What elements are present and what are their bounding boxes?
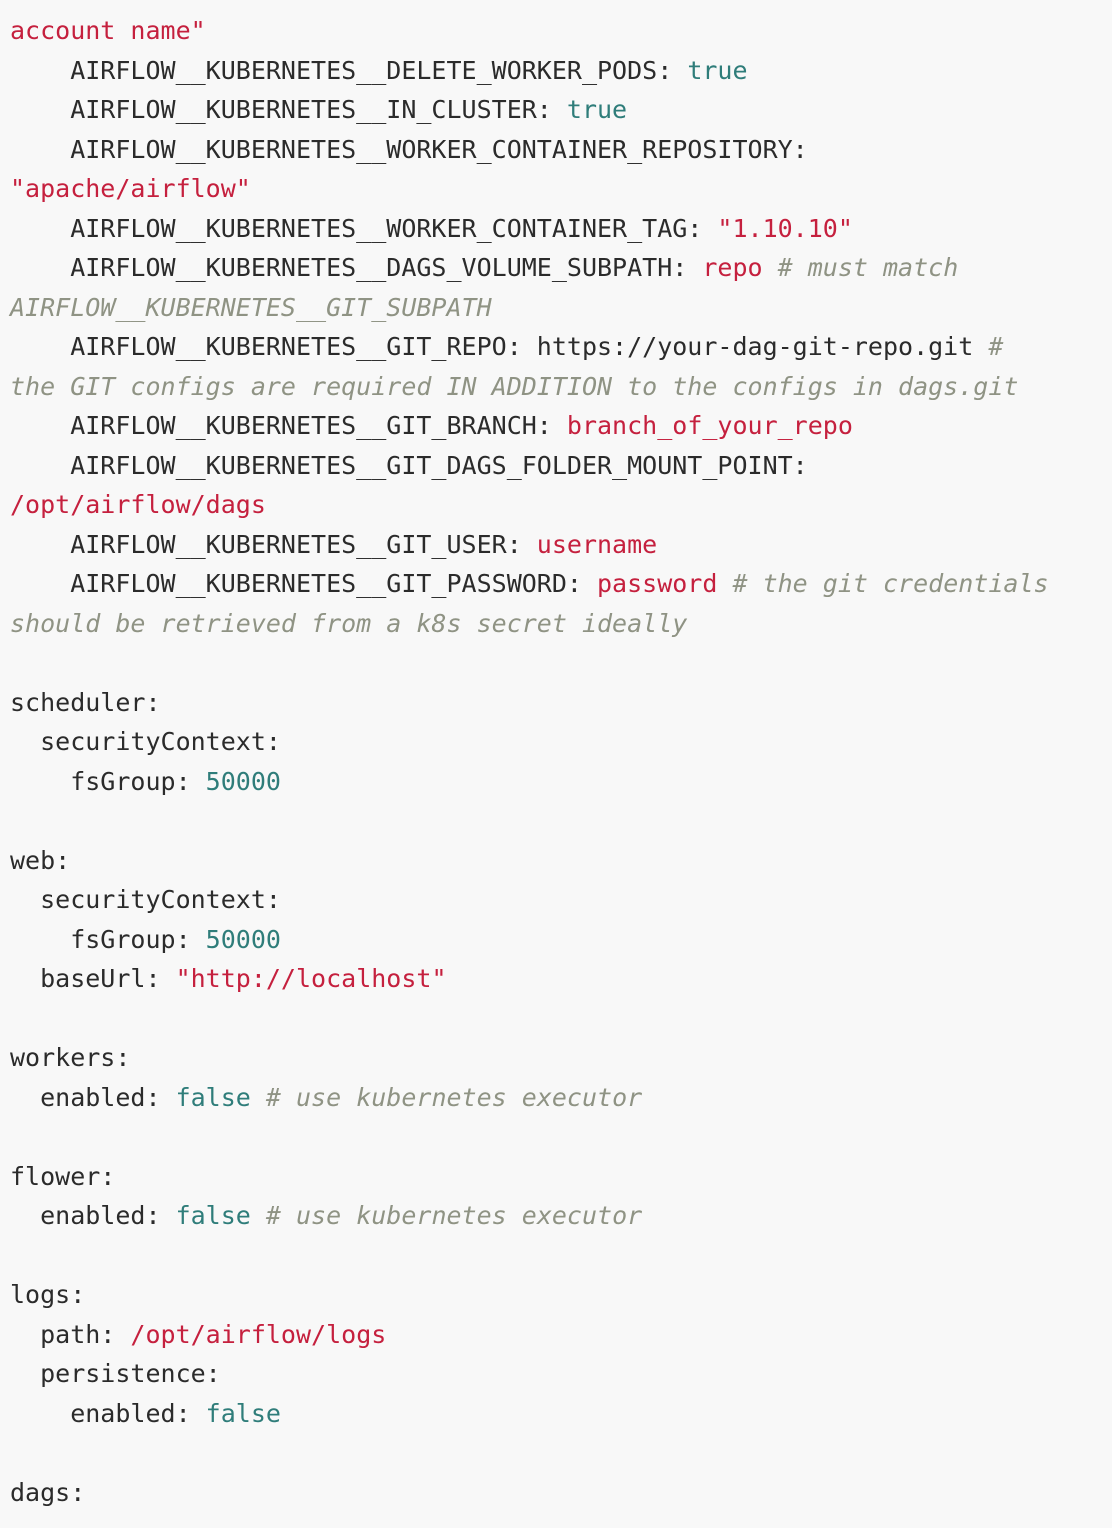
code-line: AIRFLOW__KUBERNETES__DAGS_VOLUME_SUBPATH… [10, 248, 1108, 288]
code-line: fsGroup: 50000 [10, 762, 1108, 802]
code-key-token: enabled: [10, 1201, 176, 1230]
code-key-token: logs: [10, 1280, 86, 1309]
code-line: dags: [10, 1473, 1108, 1513]
code-comment-token: # [973, 332, 1004, 361]
code-key-token: AIRFLOW__KUBERNETES__GIT_PASSWORD: [10, 569, 597, 598]
code-line: flower: [10, 1157, 1108, 1197]
code-line: logs: [10, 1275, 1108, 1315]
code-string-token: repo [702, 253, 763, 282]
code-comment-token: AIRFLOW__KUBERNETES__GIT_SUBPATH [10, 292, 492, 322]
code-number-token: 50000 [205, 766, 281, 796]
code-line: securityContext: [10, 880, 1108, 920]
code-string-token: account name" [10, 16, 206, 45]
code-line: AIRFLOW__KUBERNETES__GIT_DAGS_FOLDER_MOU… [10, 446, 1108, 486]
code-key-token: AIRFLOW__KUBERNETES__WORKER_CONTAINER_TA… [10, 213, 718, 243]
code-boolean-token: true [566, 95, 628, 124]
code-string-token: username [536, 529, 658, 559]
code-line: AIRFLOW__KUBERNETES__IN_CLUSTER: true [10, 90, 1108, 130]
yaml-code-block[interactable]: account name" AIRFLOW__KUBERNETES__DELET… [10, 11, 1108, 1512]
code-string-token: "1.10.10" [717, 213, 853, 243]
code-key-token: fsGroup: [10, 924, 206, 954]
code-line: AIRFLOW__KUBERNETES__GIT_REPO: https://y… [10, 327, 1108, 367]
code-boolean-token: false [205, 1398, 281, 1428]
code-key-token: persistence: [10, 1359, 221, 1388]
code-key-token: AIRFLOW__KUBERNETES__GIT_DAGS_FOLDER_MOU… [10, 450, 808, 480]
code-line: AIRFLOW__KUBERNETES__GIT_USER: username [10, 525, 1108, 565]
code-number-token: 50000 [205, 924, 281, 954]
code-line: enabled: false # use kubernetes executor [10, 1196, 1108, 1236]
code-line: the GIT configs are required IN ADDITION… [10, 367, 1108, 407]
code-line: account name" [10, 11, 1108, 51]
code-line: fsGroup: 50000 [10, 920, 1108, 960]
code-line [10, 999, 1108, 1039]
code-line: web: [10, 841, 1108, 881]
code-key-token: AIRFLOW__KUBERNETES__GIT_USER: [10, 529, 537, 559]
code-comment-token: should be retrieved from a k8s secret id… [10, 608, 688, 638]
code-string-token: branch_of_your_repo [566, 411, 853, 440]
code-line: /opt/airflow/dags [10, 485, 1108, 525]
code-string-token: "apache/airflow" [10, 174, 251, 203]
code-line: AIRFLOW__KUBERNETES__WORKER_CONTAINER_RE… [10, 130, 1108, 170]
code-line: persistence: [10, 1354, 1108, 1394]
code-line [10, 1117, 1108, 1157]
code-key-token: AIRFLOW__KUBERNETES__GIT_BRANCH: [10, 411, 567, 440]
code-line: path: /opt/airflow/logs [10, 1315, 1108, 1355]
code-line [10, 643, 1108, 683]
code-comment-token: # the git credentials [717, 569, 1049, 598]
code-key-token: fsGroup: [10, 766, 206, 796]
code-line: should be retrieved from a k8s secret id… [10, 604, 1108, 644]
code-comment-token: the GIT configs are required IN ADDITION… [10, 371, 1019, 401]
code-line [10, 1236, 1108, 1276]
code-line: "apache/airflow" [10, 169, 1108, 209]
code-key-token: AIRFLOW__KUBERNETES__DELETE_WORKER_PODS: [10, 55, 688, 85]
code-line: enabled: false [10, 1394, 1108, 1434]
code-comment-token: # use kubernetes executor [250, 1082, 643, 1112]
code-key-token: path: [10, 1319, 131, 1349]
code-key-token: workers: [10, 1043, 131, 1072]
code-line: AIRFLOW__KUBERNETES__WORKER_CONTAINER_TA… [10, 209, 1108, 249]
code-string-token: /opt/airflow/logs [130, 1319, 387, 1349]
code-key-token: flower: [10, 1161, 116, 1191]
code-key-token: AIRFLOW__KUBERNETES__GIT_REPO: https://y… [10, 332, 974, 361]
code-line: workers: [10, 1038, 1108, 1078]
code-key-token: scheduler: [10, 687, 161, 717]
code-comment-token: # use kubernetes executor [250, 1201, 643, 1230]
code-key-token: AIRFLOW__KUBERNETES__DAGS_VOLUME_SUBPATH… [10, 253, 703, 282]
code-comment-token: # must match [762, 253, 959, 282]
code-line: securityContext: [10, 722, 1108, 762]
code-key-token: securityContext: [10, 885, 281, 914]
code-key-token: enabled: [10, 1082, 176, 1112]
code-boolean-token: false [175, 1201, 251, 1230]
code-boolean-token: true [687, 55, 748, 85]
code-string-token: password [597, 569, 718, 598]
code-line: enabled: false # use kubernetes executor [10, 1078, 1108, 1118]
code-string-token: /opt/airflow/dags [10, 490, 266, 519]
code-line: AIRFLOW__KUBERNETES__DELETE_WORKER_PODS:… [10, 51, 1108, 91]
code-line: AIRFLOW__KUBERNETES__GIT_BRANCH: branch_… [10, 406, 1108, 446]
code-line: AIRFLOW__KUBERNETES__GIT_SUBPATH [10, 288, 1108, 328]
code-string-token: "http://localhost" [175, 964, 447, 993]
code-key-token: AIRFLOW__KUBERNETES__WORKER_CONTAINER_RE… [10, 134, 808, 164]
code-key-token: AIRFLOW__KUBERNETES__IN_CLUSTER: [10, 95, 567, 124]
code-line: scheduler: [10, 683, 1108, 723]
code-key-token: enabled: [10, 1398, 206, 1428]
code-line [10, 1433, 1108, 1473]
code-line: baseUrl: "http://localhost" [10, 959, 1108, 999]
code-line [10, 801, 1108, 841]
code-key-token: baseUrl: [10, 964, 176, 993]
code-key-token: securityContext: [10, 727, 281, 756]
code-key-token: web: [10, 845, 71, 875]
code-key-token: dags: [10, 1477, 86, 1507]
code-line: AIRFLOW__KUBERNETES__GIT_PASSWORD: passw… [10, 564, 1108, 604]
code-boolean-token: false [175, 1082, 251, 1112]
